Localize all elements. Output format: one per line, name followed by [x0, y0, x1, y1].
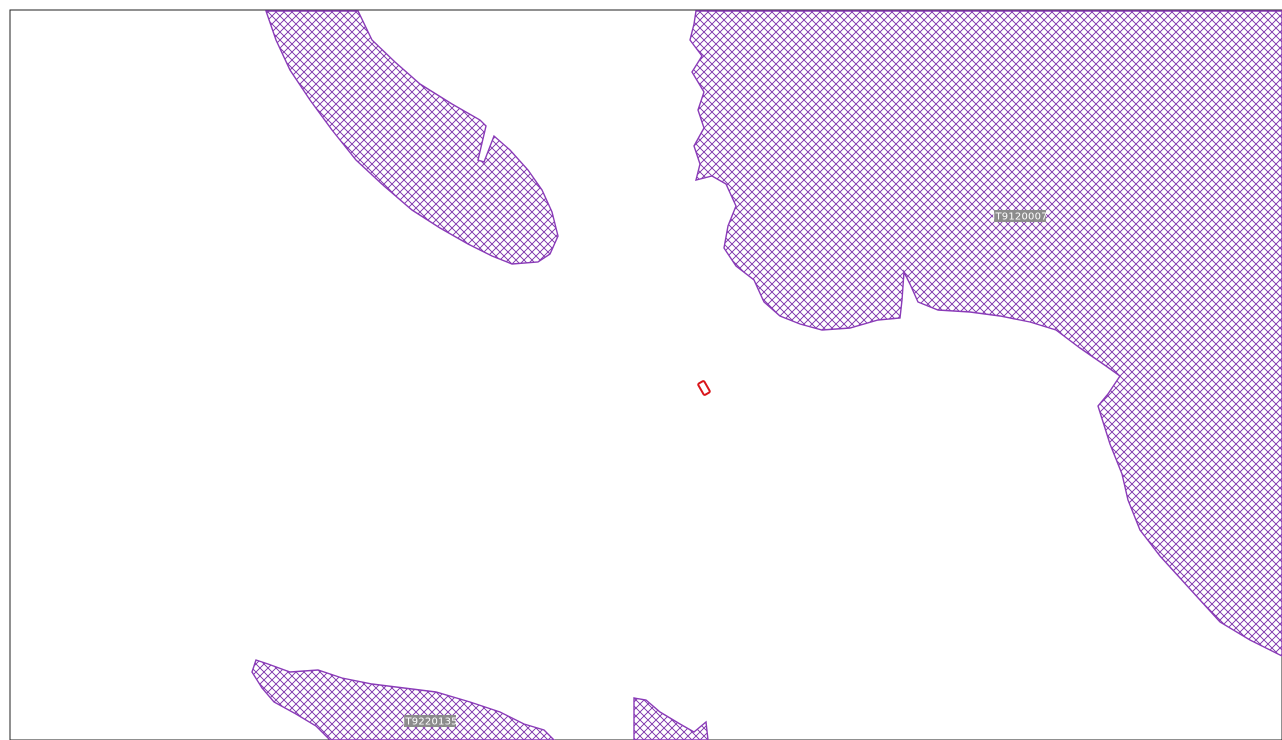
protected-area-southwest[interactable] — [251, 659, 555, 740]
site-marker[interactable] — [697, 380, 711, 396]
protected-area-east[interactable] — [689, 10, 1282, 657]
zone-label-east-bg — [994, 210, 1046, 222]
zone-label-south-bg — [404, 715, 456, 727]
protected-area-northwest[interactable] — [265, 10, 559, 265]
protected-area-south[interactable] — [633, 697, 709, 740]
zone-label-east-text: IT9120007 — [992, 212, 1047, 223]
zone-label-south: IT9220135 — [402, 715, 458, 728]
zone-label-east: IT9120007 — [992, 210, 1048, 223]
zone-label-south-text: IT9220135 — [402, 717, 457, 728]
